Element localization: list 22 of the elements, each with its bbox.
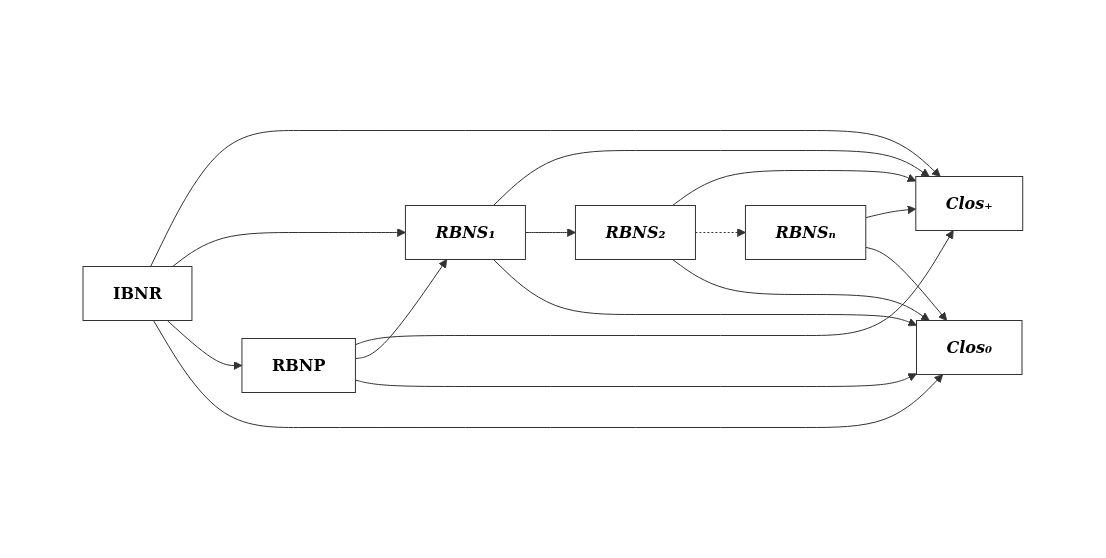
node-box: Clos₊ xyxy=(915,176,1024,231)
arrow xyxy=(525,228,576,237)
arrow xyxy=(172,228,406,267)
arrow xyxy=(695,228,746,237)
node-box: Clos₀ xyxy=(916,320,1023,375)
arrow xyxy=(493,150,930,206)
arrow xyxy=(166,320,243,370)
arrow xyxy=(153,320,944,428)
arrow xyxy=(672,170,917,206)
node-box: RBNS₁ xyxy=(405,205,527,260)
arrow xyxy=(355,230,954,346)
node-box: RBNS₂ xyxy=(575,205,697,260)
arrow xyxy=(493,259,918,327)
node-box: RBNP xyxy=(241,338,357,393)
node-box: RBNSₙ xyxy=(745,205,867,260)
arrow xyxy=(355,259,448,360)
arrow xyxy=(865,246,948,321)
arrow xyxy=(672,259,930,321)
node-box: IBNR xyxy=(82,266,193,321)
arrow xyxy=(355,373,918,387)
arrow xyxy=(150,130,941,267)
arrow xyxy=(865,205,917,219)
